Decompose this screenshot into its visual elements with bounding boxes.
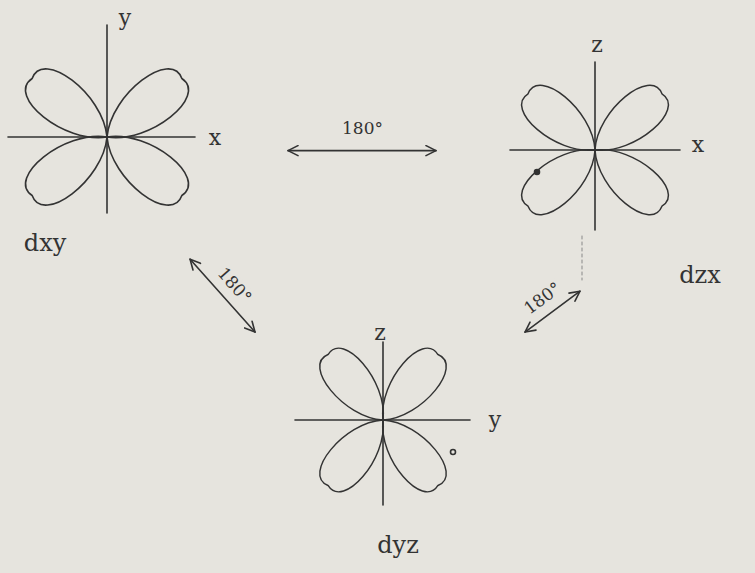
orbital-lobe xyxy=(514,134,609,223)
axis-label: z xyxy=(374,321,386,345)
orbital-figure: z x dzx xyxy=(436,25,745,291)
angle-label: 180° xyxy=(340,119,385,138)
orbital-lobe xyxy=(367,407,455,500)
orbital-lobe xyxy=(17,119,121,215)
orbital-figure: z y dyz xyxy=(255,318,525,565)
axis-label: y xyxy=(119,6,131,30)
axis-label: x xyxy=(692,133,704,157)
axis-label: z xyxy=(591,33,603,57)
orbital-name: dyz xyxy=(377,532,419,558)
angle-label: 180° xyxy=(213,262,257,308)
axis-label: x xyxy=(209,126,221,150)
orbital-lobe xyxy=(93,119,197,215)
dzx-orbital xyxy=(510,62,680,230)
orbital-figure: y x dxy xyxy=(5,5,288,259)
orbital-lobe xyxy=(581,134,676,223)
ink-dot xyxy=(535,170,540,175)
rotation-arrow xyxy=(288,150,436,152)
axis-label: y xyxy=(489,408,501,432)
angle-label: 180° xyxy=(519,278,566,320)
dxy-orbital xyxy=(8,25,197,214)
stray-mark xyxy=(582,236,583,280)
orbital-name: dzx xyxy=(679,262,721,288)
orbital-lobe xyxy=(311,340,399,433)
axis-line xyxy=(106,25,108,213)
orbital-name: dxy xyxy=(24,230,66,256)
dyz-orbital xyxy=(295,340,470,505)
ink-dot xyxy=(451,450,456,455)
